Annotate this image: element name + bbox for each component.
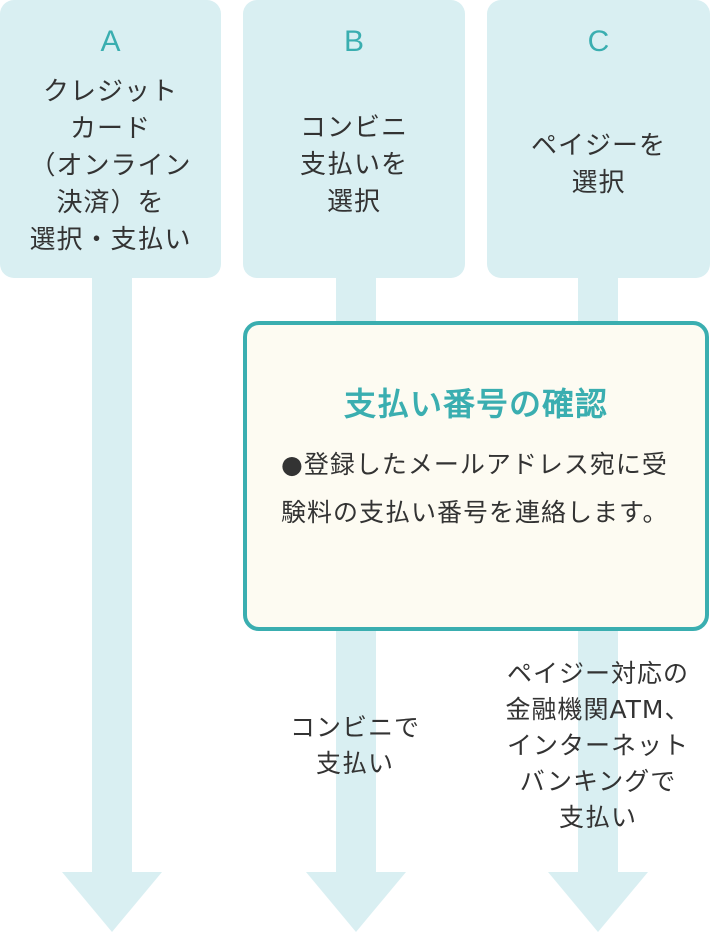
arrow-c-head [548,872,648,932]
option-letter-a: A [100,25,121,58]
option-text-b: コンビニ 支払いを 選択 [299,113,408,217]
option-text-a: クレジット カード （オンライン 決済）を 選択・支払い [29,77,192,255]
option-card-a: A クレジット カード （オンライン 決済）を 選択・支払い [0,0,221,278]
option-letter-c: C [587,25,610,58]
payment-number-confirmation-box: 支払い番号の確認 ●登録したメールアドレス宛に受験料の支払い番号を連絡します。 [243,321,709,631]
option-letter-b: B [343,25,364,58]
confirmation-title: 支払い番号の確認 [343,385,608,423]
arrow-b-head [306,872,406,932]
arrow-a-head [62,872,162,932]
confirmation-body: ●登録したメールアドレス宛に受験料の支払い番号を連絡します。 [281,450,669,527]
option-card-b: B コンビニ 支払いを 選択 [243,0,465,278]
option-text-c: ペイジーを 選択 [530,131,666,198]
option-card-c: C ペイジーを 選択 [487,0,710,278]
outcome-label-c: ペイジー対応の 金融機関ATM、 インターネット バンキングで 支払い [505,659,691,832]
arrow-a-shaft [92,270,132,876]
outcome-label-b: コンビニで 支払い [289,713,420,778]
